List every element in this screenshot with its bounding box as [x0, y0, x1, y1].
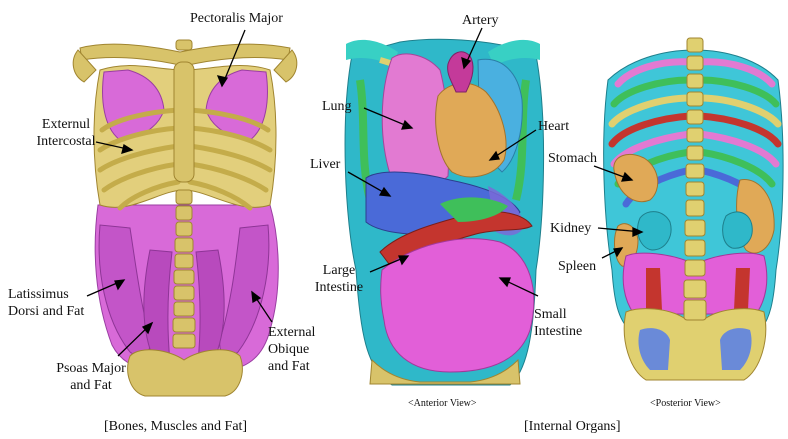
label-large-line1: Large	[304, 262, 374, 279]
sternum	[174, 62, 194, 182]
label-small-intestine: Small Intestine	[534, 306, 582, 340]
label-external-line1: External	[268, 324, 315, 341]
label-liver: Liver	[310, 156, 340, 173]
bones-muscles-figure	[73, 40, 297, 396]
caption-bones-muscles-fat: [Bones, Muscles and Fat]	[104, 418, 247, 435]
kidney	[638, 212, 671, 250]
label-stomach: Stomach	[548, 150, 597, 167]
label-small-line2: Intestine	[534, 323, 582, 340]
label-externul-line2: Intercostal	[26, 133, 106, 150]
caption-internal-organs: [Internal Organs]	[524, 418, 621, 435]
label-latissimus: Latissimus Dorsi and Fat	[8, 286, 84, 320]
label-artery: Artery	[462, 12, 499, 29]
label-lung: Lung	[322, 98, 352, 115]
label-large-line2: Intestine	[304, 279, 374, 296]
label-external-obique: External Obique and Fat	[268, 324, 315, 375]
label-heart: Heart	[538, 118, 569, 135]
label-large-intestine: Large Intestine	[304, 262, 374, 296]
label-psoas-line2: and Fat	[42, 377, 140, 394]
label-spleen: Spleen	[558, 258, 596, 275]
anterior-view-figure	[345, 39, 544, 385]
label-external-line2: Obique	[268, 341, 315, 358]
label-psoas: Psoas Major and Fat	[42, 360, 140, 394]
label-latissimus-line2: Dorsi and Fat	[8, 303, 84, 320]
label-external-line3: and Fat	[268, 358, 315, 375]
caption-anterior-view: <Anterior View>	[408, 398, 477, 410]
label-small-line1: Small	[534, 306, 582, 323]
label-externul-line1: Externul	[26, 116, 106, 133]
label-externul-intercostal: Externul Intercostal	[26, 116, 106, 150]
label-kidney: Kidney	[550, 220, 591, 237]
caption-posterior-view: <Posterior View>	[650, 398, 721, 410]
label-psoas-line1: Psoas Major	[42, 360, 140, 377]
label-pectoralis-major: Pectoralis Major	[190, 10, 283, 27]
label-latissimus-line1: Latissimus	[8, 286, 84, 303]
posterior-view-figure	[604, 38, 783, 380]
